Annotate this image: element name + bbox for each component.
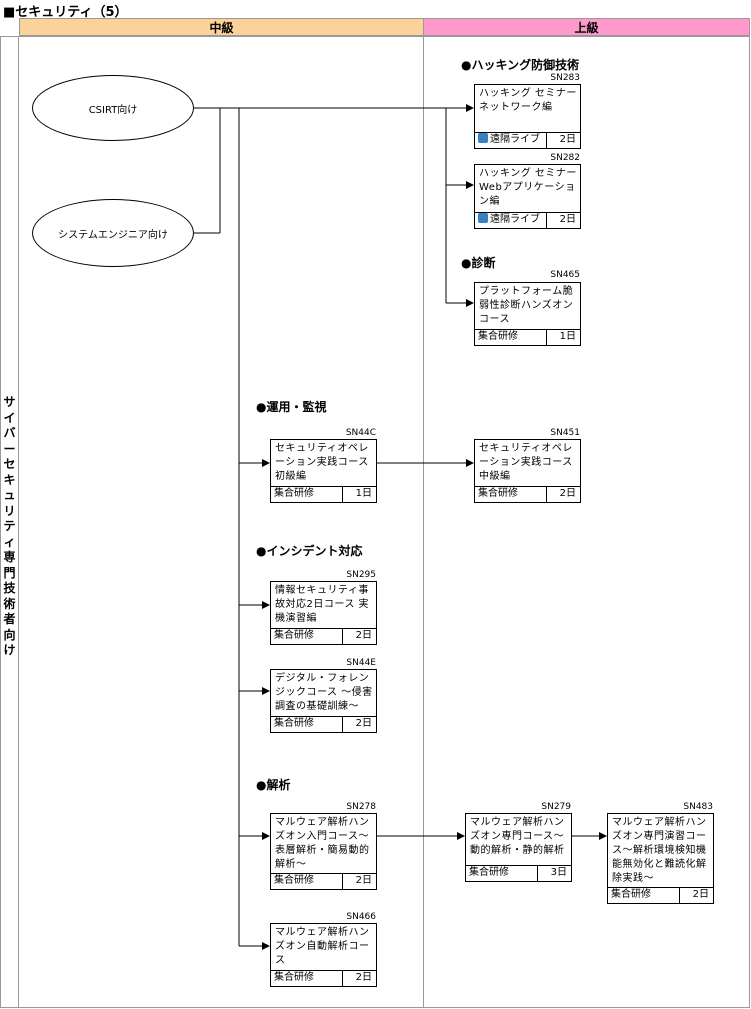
column-header-advanced: 上級 bbox=[423, 18, 750, 36]
course-name: プラットフォーム脆弱性診断ハンズオンコース bbox=[479, 286, 574, 325]
course-format: 集合研修 bbox=[274, 630, 314, 641]
course-days: 2日 bbox=[679, 888, 713, 903]
section-hacking: ●ハッキング防御技術 bbox=[461, 58, 580, 72]
course-card-sn466[interactable]: マルウェア解析ハンズオン自動解析コース 集合研修 2日 bbox=[270, 923, 377, 987]
course-code: SN451 bbox=[550, 428, 580, 438]
course-card-sn465[interactable]: プラットフォーム脆弱性診断ハンズオンコース 集合研修 1日 bbox=[474, 282, 581, 346]
course-name: デジタル・フォレンジックコース ～侵害調査の基礎訓練～ bbox=[275, 673, 373, 712]
course-format: 集合研修 bbox=[611, 889, 651, 900]
course-days: 2日 bbox=[342, 874, 376, 889]
course-name: 情報セキュリティ事故対応2日コース 実機演習編 bbox=[275, 585, 370, 624]
course-code: SN282 bbox=[550, 153, 580, 163]
live-icon bbox=[478, 133, 488, 143]
section-diagnosis: ●診断 bbox=[461, 256, 496, 270]
course-format: 集合研修 bbox=[274, 718, 314, 729]
course-card-sn283[interactable]: ハッキング セミナー ネットワーク編 遠隔ライブ 2日 bbox=[474, 84, 581, 149]
course-code: SN466 bbox=[346, 912, 376, 922]
course-days: 3日 bbox=[537, 866, 571, 881]
course-days: 2日 bbox=[342, 629, 376, 644]
section-incident: ●インシデント対応 bbox=[256, 544, 363, 558]
course-format: 集合研修 bbox=[274, 875, 314, 886]
course-name: マルウェア解析ハンズオン専門演習コース～解析環境検知機能無効化と難読化解除実践～ bbox=[612, 817, 707, 884]
course-name: ハッキング セミナー ネットワーク編 bbox=[479, 88, 577, 113]
course-format: 集合研修 bbox=[469, 867, 509, 878]
course-card-sn278[interactable]: マルウェア解析ハンズオン入門コース～表層解析・簡易動的解析～ 集合研修 2日 bbox=[270, 813, 377, 890]
course-days: 2日 bbox=[342, 971, 376, 986]
row-label: サイバーセキュリティ専門技術者向け bbox=[3, 395, 16, 657]
course-days: 2日 bbox=[546, 487, 580, 502]
course-days: 1日 bbox=[342, 487, 376, 502]
advanced-column-frame bbox=[423, 36, 750, 1008]
course-days: 2日 bbox=[342, 717, 376, 732]
course-card-sn44c[interactable]: セキュリティオペレーション実践コース初級編 集合研修 1日 bbox=[270, 439, 377, 503]
target-system-engineer-label: システムエンジニア向け bbox=[58, 229, 168, 241]
course-card-sn44e[interactable]: デジタル・フォレンジックコース ～侵害調査の基礎訓練～ 集合研修 2日 bbox=[270, 669, 377, 733]
course-code: SN278 bbox=[346, 802, 376, 812]
page-title: ■セキュリティ（5） bbox=[3, 5, 128, 20]
target-csirt-label: CSIRT向け bbox=[88, 104, 138, 116]
course-card-sn279[interactable]: マルウェア解析ハンズオン専門コース～動的解析・静的解析 集合研修 3日 bbox=[465, 813, 572, 882]
course-name: セキュリティオペレーション実践コース中級編 bbox=[479, 443, 573, 482]
course-format: 集合研修 bbox=[478, 331, 518, 342]
target-csirt: CSIRT向け bbox=[32, 75, 194, 141]
section-operation: ●運用・監視 bbox=[256, 400, 327, 414]
course-code: SN44E bbox=[346, 658, 376, 668]
course-days: 2日 bbox=[546, 133, 580, 148]
course-card-sn295[interactable]: 情報セキュリティ事故対応2日コース 実機演習編 集合研修 2日 bbox=[270, 581, 377, 645]
course-format: 集合研修 bbox=[478, 488, 518, 499]
course-code: SN44C bbox=[345, 428, 376, 438]
course-card-sn483[interactable]: マルウェア解析ハンズオン専門演習コース～解析環境検知機能無効化と難読化解除実践～… bbox=[607, 813, 714, 904]
course-code: SN283 bbox=[550, 73, 580, 83]
course-code: SN483 bbox=[683, 802, 713, 812]
course-days: 2日 bbox=[546, 213, 580, 228]
section-analysis: ●解析 bbox=[256, 778, 291, 792]
live-icon bbox=[478, 213, 488, 223]
course-format: 遠隔ライブ bbox=[490, 214, 540, 225]
course-name: マルウェア解析ハンズオン自動解析コース bbox=[275, 927, 370, 966]
course-name: マルウェア解析ハンズオン入門コース～表層解析・簡易動的解析～ bbox=[275, 817, 370, 870]
intermediate-column-frame bbox=[18, 36, 424, 1008]
course-card-sn451[interactable]: セキュリティオペレーション実践コース中級編 集合研修 2日 bbox=[474, 439, 581, 503]
course-code: SN295 bbox=[346, 570, 376, 580]
course-card-sn282[interactable]: ハッキング セミナー Webアプリケーション編 遠隔ライブ 2日 bbox=[474, 164, 581, 229]
course-days: 1日 bbox=[546, 330, 580, 345]
course-name: セキュリティオペレーション実践コース初級編 bbox=[275, 443, 369, 482]
column-header-intermediate: 中級 bbox=[19, 18, 424, 36]
course-format: 集合研修 bbox=[274, 972, 314, 983]
course-format: 遠隔ライブ bbox=[490, 134, 540, 145]
course-format: 集合研修 bbox=[274, 488, 314, 499]
course-name: マルウェア解析ハンズオン専門コース～動的解析・静的解析 bbox=[470, 817, 565, 856]
target-system-engineer: システムエンジニア向け bbox=[32, 199, 194, 267]
course-name: ハッキング セミナー Webアプリケーション編 bbox=[479, 168, 577, 207]
course-code: SN465 bbox=[550, 270, 580, 280]
course-code: SN279 bbox=[541, 802, 571, 812]
